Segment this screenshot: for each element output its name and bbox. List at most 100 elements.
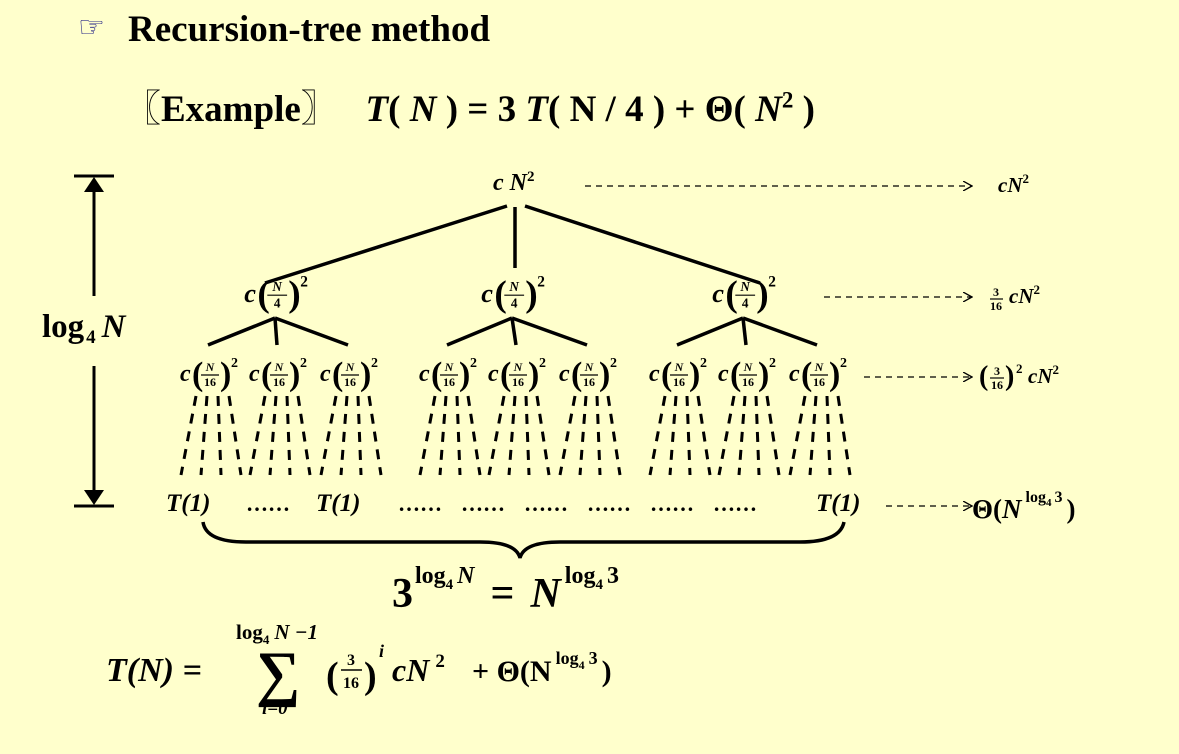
paren-close: ) xyxy=(758,356,769,393)
recurrence-rhs-t: T xyxy=(525,89,548,130)
pointing-hand-icon: ☞ xyxy=(78,10,105,45)
dashed-branch xyxy=(535,395,551,476)
sum-lower-limit: i=0 xyxy=(262,698,288,719)
tree-edge xyxy=(741,317,748,346)
slide-title: Recursion-tree method xyxy=(128,9,491,50)
level2-node: c(N16)2 xyxy=(789,356,847,393)
leaf-ellipsis: …… xyxy=(461,491,505,516)
dashed-branch xyxy=(685,395,692,476)
dashed-branch xyxy=(356,395,363,476)
svg-text:c: c xyxy=(559,361,570,387)
svg-text:16: 16 xyxy=(443,375,455,389)
svg-text:N: N xyxy=(674,360,685,374)
svg-text:N: N xyxy=(584,360,595,374)
dashed-branch xyxy=(825,395,832,476)
svg-text:4: 4 xyxy=(742,295,749,310)
svg-text:): ) xyxy=(364,655,377,697)
dashed-branch xyxy=(487,395,506,476)
recurrence-exponent: 2 xyxy=(781,87,794,113)
sum-power: i xyxy=(379,641,384,661)
svg-text:c: c xyxy=(481,278,493,308)
svg-text:16: 16 xyxy=(273,375,285,389)
sum-symbol: ∑ xyxy=(256,640,300,708)
paren-close: ) xyxy=(288,274,300,315)
paren-close: ) xyxy=(360,356,371,393)
recurrence-lhs-t: T xyxy=(365,89,389,130)
svg-text:c: c xyxy=(419,361,430,387)
svg-text:c: c xyxy=(249,361,260,387)
level1-node: c(N4)2 xyxy=(481,273,545,315)
dashed-branch xyxy=(179,395,198,476)
svg-text:N: N xyxy=(743,360,754,374)
svg-text:c: c xyxy=(649,361,660,387)
level2-node: c(N16)2 xyxy=(249,356,307,393)
example-bracket-close: 〗 xyxy=(300,87,338,130)
paren-open: ( xyxy=(661,356,672,393)
paren-open: ( xyxy=(500,356,511,393)
dashed-branch xyxy=(199,395,209,476)
dashed-branch xyxy=(418,395,437,476)
svg-text:N: N xyxy=(345,360,356,374)
svg-text:2: 2 xyxy=(371,356,378,371)
example-recurrence: 〖Example〗 T( N ) = 3 T( N / 4 ) + Θ( N2 … xyxy=(124,87,815,130)
dashed-branch xyxy=(507,395,517,476)
dashed-branch xyxy=(737,395,747,476)
tree-edge xyxy=(511,316,588,347)
dashed-branch xyxy=(285,395,292,476)
dashed-branch xyxy=(606,395,622,476)
svg-text:16: 16 xyxy=(344,375,356,389)
paren-open: ( xyxy=(801,356,812,393)
level2-node: c(N16)2 xyxy=(488,356,546,393)
paren-close: ) xyxy=(829,356,840,393)
svg-text:16: 16 xyxy=(512,375,524,389)
dashed-branch xyxy=(296,395,312,476)
dashed-branch xyxy=(754,395,761,476)
dashed-branch xyxy=(717,395,736,476)
svg-text:c: c xyxy=(320,361,331,387)
sum-fraction-numerator: 3 xyxy=(347,652,355,669)
paren-open: ( xyxy=(730,356,741,393)
tree-edge xyxy=(207,316,276,347)
svg-text:c: c xyxy=(712,278,724,308)
svg-text:c: c xyxy=(789,361,800,387)
dashed-branch xyxy=(788,395,807,476)
svg-text:N: N xyxy=(274,360,285,374)
sum-lhs: T(N) = xyxy=(106,652,202,689)
svg-text:2: 2 xyxy=(300,273,308,290)
recurrence-lhs-n: N xyxy=(409,89,437,130)
svg-text:N: N xyxy=(444,360,455,374)
svg-text:c: c xyxy=(718,361,729,387)
dashed-branch xyxy=(319,395,338,476)
paren-close: ) xyxy=(528,356,539,393)
level2-node: c(N16)2 xyxy=(320,356,378,393)
svg-text:4: 4 xyxy=(511,295,518,310)
paren-close: ) xyxy=(525,274,537,315)
level1-cost: 3 16 cN2 xyxy=(990,282,1040,313)
svg-text:2: 2 xyxy=(700,356,707,371)
paren-open: ( xyxy=(192,356,203,393)
svg-text:2: 2 xyxy=(537,273,545,290)
svg-text:cN2: cN2 xyxy=(1028,362,1059,388)
recurrence-plus-theta: + Θ( xyxy=(674,89,746,130)
dashed-branch xyxy=(248,395,267,476)
example-bracket-open: 〖 xyxy=(124,87,161,130)
level2-node: c(N16)2 xyxy=(559,356,617,393)
svg-text:2: 2 xyxy=(769,356,776,371)
leaf-count-brace xyxy=(201,521,846,559)
paren-close: ) xyxy=(289,356,300,393)
svg-text:c: c xyxy=(244,278,256,308)
leaf-ellipsis: …… xyxy=(524,491,568,516)
svg-text:16: 16 xyxy=(673,375,685,389)
svg-text:2: 2 xyxy=(768,273,776,290)
svg-text:): ) xyxy=(1005,361,1014,392)
leaf-node: T(1) xyxy=(816,490,860,517)
paren-close: ) xyxy=(220,356,231,393)
level2-node: c(N16)2 xyxy=(419,356,477,393)
leaf-node: T(1) xyxy=(316,490,360,517)
svg-text:16: 16 xyxy=(813,375,825,389)
